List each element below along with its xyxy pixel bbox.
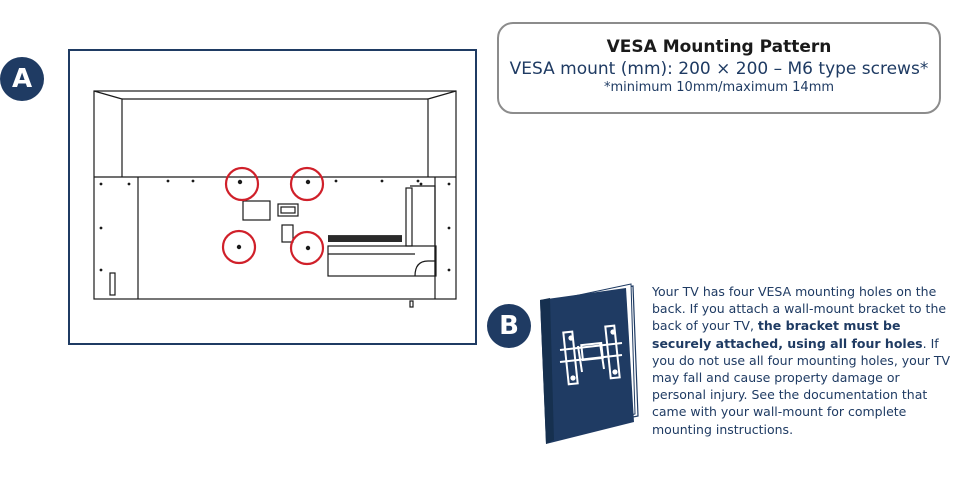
wall-mount-bracket-icon [559, 324, 623, 386]
tv-back-icon [93, 90, 457, 308]
instructions-part-2: . If you do not use all four mounting ho… [652, 335, 951, 437]
tv-back-panel [68, 49, 477, 345]
instructions-warning-bold: the bracket must be securely attached, u… [652, 318, 923, 351]
vesa-title: VESA Mounting Pattern [606, 37, 832, 57]
mounting-instructions-text: Your TV has four VESA mounting holes on … [652, 283, 952, 438]
manual-book-icon [540, 283, 639, 444]
vesa-spec: VESA mount (mm): 200 × 200 – M6 type scr… [509, 59, 929, 79]
vesa-spec-box: VESA Mounting Pattern VESA mount (mm): 2… [497, 22, 941, 114]
vesa-screw-note: *minimum 10mm/maximum 14mm [603, 80, 835, 95]
label-b-badge: B [487, 304, 531, 348]
instructions-part-1: Your TV has four VESA mounting holes on … [652, 284, 947, 334]
label-a-badge: A [0, 57, 44, 101]
